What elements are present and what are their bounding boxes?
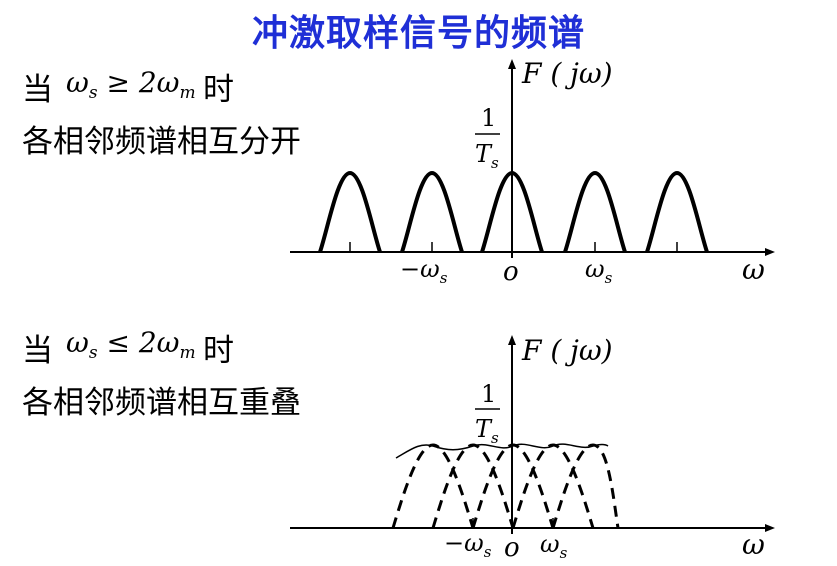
bottom-x-label: ω — [742, 528, 765, 561]
bottom-spectrum-lobe — [391, 443, 475, 529]
top-amp-denominator: Ts — [475, 140, 499, 172]
bottom-description: 各相邻频谱相互重叠 — [22, 385, 301, 421]
top-spectrum-lobe — [318, 170, 382, 253]
top-condition-suffix: 时 — [203, 72, 234, 108]
bottom-plot: F ( jω) 1 Ts −ωs o ωs ω — [290, 334, 775, 563]
top-tick-label-neg: −ωs — [400, 255, 448, 287]
bottom-amp-numerator: 1 — [481, 380, 496, 408]
top-origin-label: o — [503, 257, 519, 287]
bottom-origin-label: o — [504, 533, 520, 563]
bottom-spectrum-lobe — [551, 443, 620, 529]
bottom-spectrum-lobe — [511, 443, 595, 529]
top-condition-prefix: 当 — [22, 72, 53, 108]
bottom-spectrum-lobe — [431, 443, 515, 529]
top-spectrum-lobe — [645, 170, 709, 253]
bottom-y-label: F ( jω) — [521, 334, 613, 367]
top-spectrum-lobe — [400, 170, 464, 253]
bottom-amp-denominator: Ts — [475, 415, 499, 447]
top-spectrum-lobe — [563, 170, 627, 253]
top-x-label: ω — [742, 253, 765, 286]
bottom-spectrum-lobe — [471, 443, 555, 529]
top-spectrum-lobe — [480, 170, 544, 253]
top-plot: F ( jω) 1 Ts −ωs o ωs ω — [290, 57, 775, 287]
bottom-condition-suffix: 时 — [203, 333, 234, 369]
top-y-label: F ( jω) — [521, 57, 613, 90]
top-condition-formula: ωs ≥ 2ωm — [66, 66, 196, 103]
top-tick-label-pos: ωs — [585, 255, 613, 287]
bottom-condition-formula: ωs ≤ 2ωm — [66, 326, 196, 363]
top-description: 各相邻频谱相互分开 — [22, 124, 301, 160]
bottom-tick-label-neg: −ωs — [444, 529, 492, 561]
top-amp-numerator: 1 — [481, 104, 496, 132]
bottom-sum-envelope — [395, 443, 609, 459]
page-title: 冲激取样信号的频谱 — [251, 13, 585, 54]
bottom-condition-prefix: 当 — [22, 333, 53, 369]
bottom-tick-label-pos: ωs — [540, 530, 568, 562]
